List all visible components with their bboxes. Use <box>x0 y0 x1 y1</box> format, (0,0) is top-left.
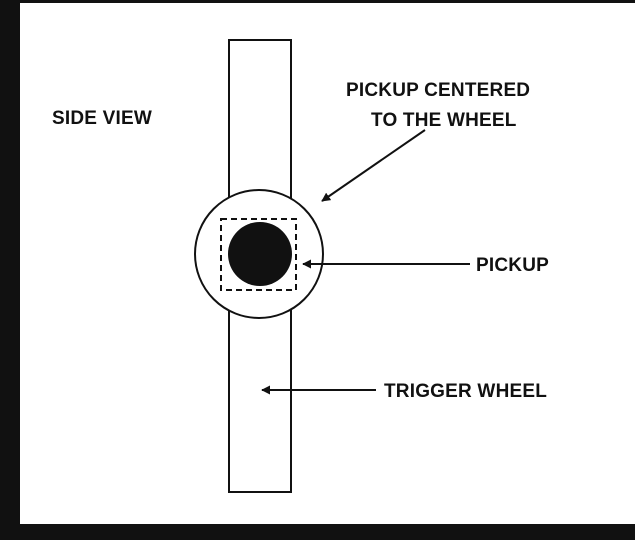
arrow-pickup-centered <box>321 129 426 202</box>
label-trigger-wheel: TRIGGER WHEEL <box>384 381 547 402</box>
label-pickup: PICKUP <box>476 255 549 276</box>
pickup-dot <box>228 222 292 286</box>
label-pickup-centered-line2: TO THE WHEEL <box>371 110 517 131</box>
label-pickup-centered-line1: PICKUP CENTERED <box>346 80 530 101</box>
label-side-view: SIDE VIEW <box>52 108 152 129</box>
pickup-dashed-outline <box>220 218 297 291</box>
